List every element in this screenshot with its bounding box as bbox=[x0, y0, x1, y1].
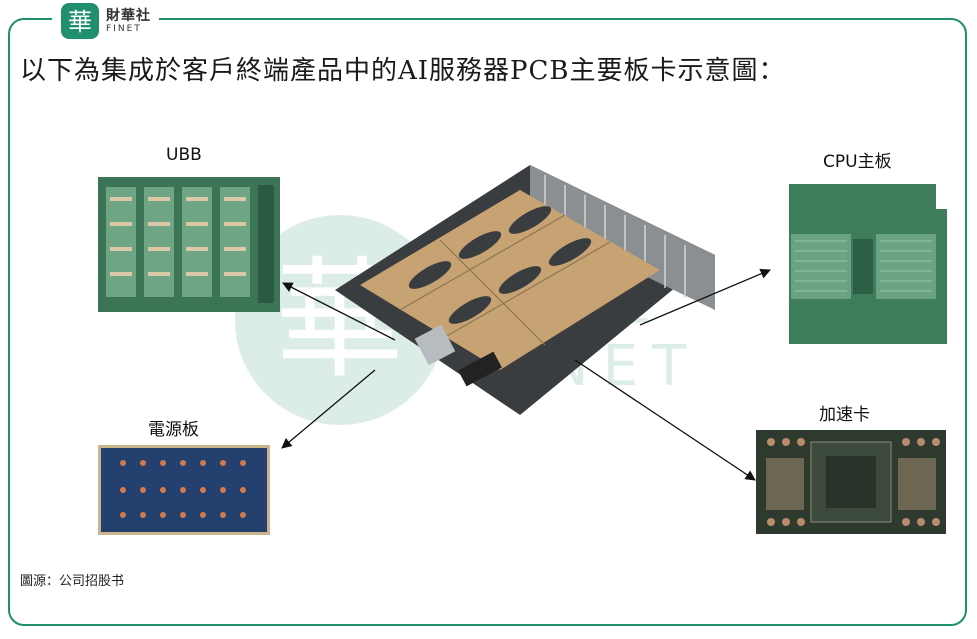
page-title: 以下為集成於客戶終端產品中的AI服務器PCB主要板卡示意圖： bbox=[20, 56, 786, 86]
label-cpu-board: CPU主板 bbox=[823, 152, 892, 172]
arrow-to-power bbox=[281, 369, 376, 449]
label-accelerator-card: 加速卡 bbox=[819, 405, 870, 425]
content-frame bbox=[8, 18, 967, 626]
power-board-image bbox=[98, 445, 270, 535]
logo-english-text: FINET bbox=[106, 23, 142, 34]
label-ubb: UBB bbox=[166, 145, 202, 165]
arrow-to-accel bbox=[574, 359, 756, 481]
finet-seal-icon: 華 bbox=[61, 3, 99, 39]
ai-server-illustration bbox=[335, 165, 715, 415]
source-note: 圖源：公司招股书 bbox=[20, 574, 125, 589]
svg-text:華: 華 bbox=[68, 8, 92, 36]
logo-chinese-text: 財華社 bbox=[106, 7, 151, 24]
brand-logo: 華 財華社 FINET bbox=[52, 2, 159, 40]
arrow-to-cpu bbox=[639, 268, 771, 326]
arrow-to-ubb bbox=[282, 282, 396, 341]
label-power-board: 電源板 bbox=[148, 420, 199, 440]
accelerator-card-image bbox=[756, 430, 946, 534]
cpu-board-image bbox=[781, 179, 947, 349]
ubb-board-image bbox=[98, 177, 280, 312]
